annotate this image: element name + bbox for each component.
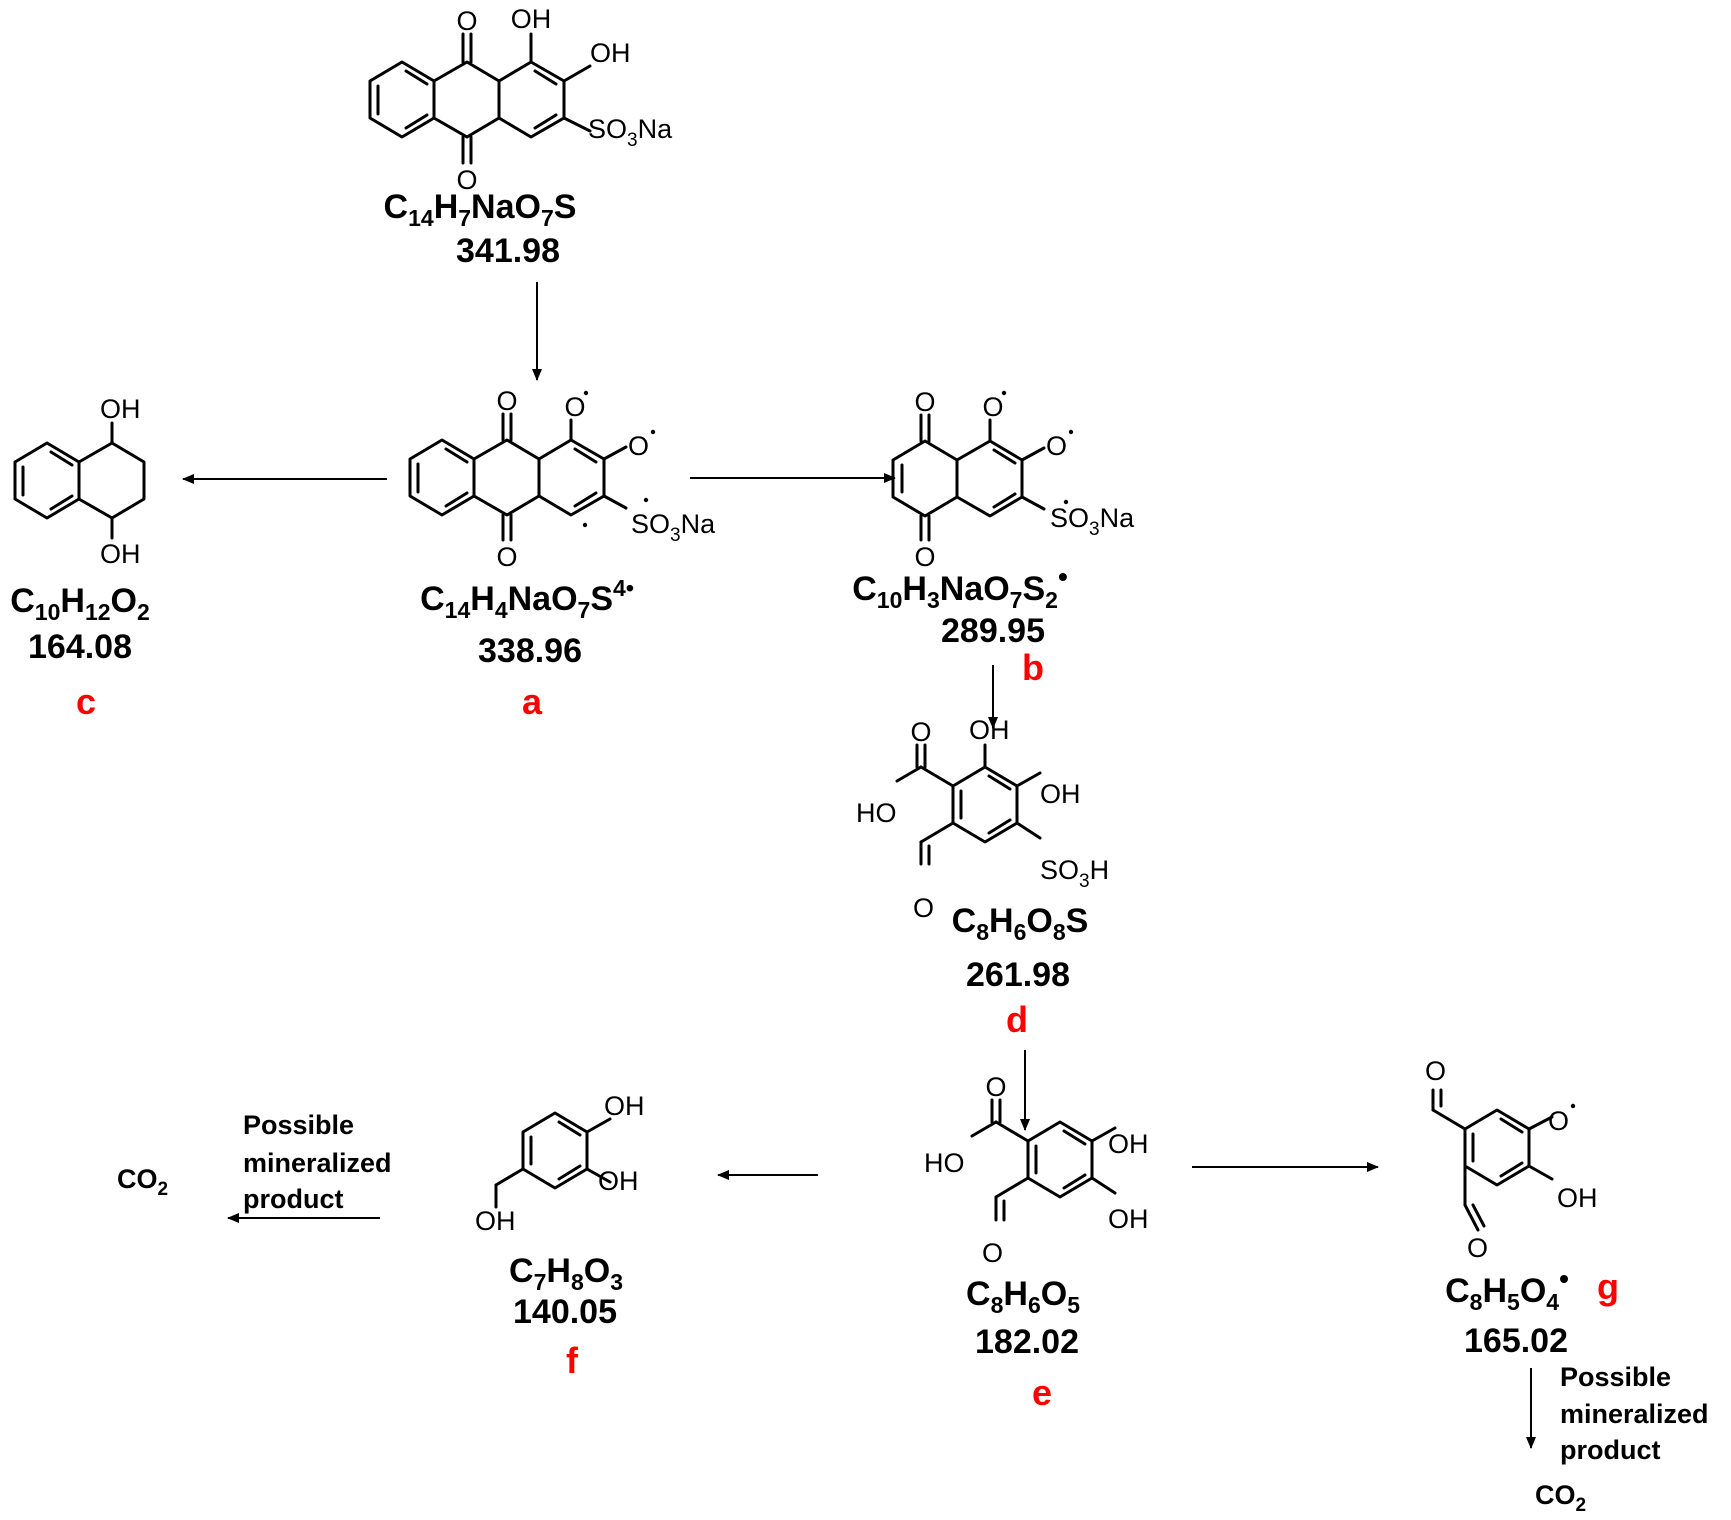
structure-g: O O OH O [1425, 1056, 1598, 1263]
mass-e: 182.02 [975, 1323, 1079, 1361]
atom-oh: OH [100, 394, 141, 424]
atom-o-radical: O [564, 392, 585, 422]
mass-c: 164.08 [28, 628, 132, 666]
co2-right: CO2 [1535, 1480, 1586, 1515]
structure-b: O O O O SO3Na [891, 387, 1135, 572]
parent-structure: O O OH OH SO3Na [368, 4, 673, 195]
label-b: b [1022, 647, 1044, 688]
structure-c: OH OH [13, 394, 146, 569]
note-mineralized-left: mineralized [243, 1148, 392, 1178]
atom-oh: OH [1108, 1204, 1149, 1234]
atom-o: O [1467, 1233, 1488, 1263]
label-a: a [522, 681, 543, 722]
atom-so3na: SO3Na [1050, 503, 1135, 540]
formula-a: C14H4NaO7S4• [420, 575, 634, 623]
note-possible-left: Possible [243, 1110, 354, 1140]
atom-o: O [496, 542, 517, 572]
formula-parent: C14H7NaO7S [384, 188, 577, 231]
atom-oh: OH [598, 1166, 639, 1196]
atom-ho: HO [856, 798, 897, 828]
atom-o: O [913, 893, 934, 923]
mass-b: 289.95 [941, 612, 1045, 650]
mass-d: 261.98 [966, 956, 1070, 994]
atom-oh: OH [1040, 779, 1081, 809]
atom-o: O [456, 165, 477, 195]
label-g: g [1597, 1266, 1619, 1307]
mass-g: 165.02 [1464, 1322, 1568, 1360]
atom-o-radical: O [628, 431, 649, 461]
formula-g: C8H5O4• [1445, 1263, 1569, 1315]
atom-oh: OH [604, 1091, 645, 1121]
note-product-right: product [1560, 1435, 1661, 1465]
atom-o-radical: O [1046, 431, 1067, 461]
atom-oh: OH [1108, 1129, 1149, 1159]
mass-a: 338.96 [478, 632, 582, 670]
atom-o: O [456, 6, 477, 36]
atom-oh: OH [969, 715, 1010, 745]
formula-c: C10H12O2 [10, 582, 150, 625]
atom-oh: OH [511, 4, 552, 34]
atom-o: O [496, 386, 517, 416]
note-mineralized-right: mineralized [1560, 1399, 1709, 1429]
formula-d: C8H6O8S [952, 902, 1089, 945]
atom-oh: OH [475, 1206, 516, 1236]
label-c: c [76, 681, 96, 722]
atom-oh: OH [590, 38, 631, 68]
mass-parent: 341.98 [456, 232, 560, 270]
atom-so3h: SO3H [1040, 855, 1109, 892]
atom-so3na: SO3Na [631, 509, 716, 546]
atom-o-radical: O [982, 392, 1003, 422]
atom-o: O [985, 1072, 1006, 1102]
atom-o: O [914, 542, 935, 572]
atom-ho: HO [924, 1148, 965, 1178]
formula-e: C8H6O5 [966, 1275, 1080, 1318]
note-product-left: product [243, 1184, 344, 1214]
structure-f: OH OH OH [475, 1091, 645, 1236]
atom-o: O [910, 717, 931, 747]
mass-f: 140.05 [513, 1293, 617, 1331]
label-d: d [1006, 999, 1028, 1040]
atom-o-radical: O [1548, 1106, 1569, 1136]
co2-left: CO2 [117, 1164, 168, 1200]
label-f: f [566, 1340, 579, 1381]
formula-f: C7H8O3 [509, 1252, 623, 1295]
note-possible-right: Possible [1560, 1362, 1671, 1392]
atom-o: O [982, 1238, 1003, 1268]
structure-d: O HO OH OH SO3H O [856, 715, 1109, 923]
atom-oh: OH [1557, 1183, 1598, 1213]
atom-o: O [1425, 1056, 1446, 1086]
structure-a: O O O O SO3Na [408, 386, 716, 572]
atom-oh: OH [100, 539, 141, 569]
atom-so3na: SO3Na [588, 114, 673, 151]
structure-e: O HO OH OH O [924, 1072, 1149, 1268]
label-e: e [1032, 1372, 1052, 1413]
formula-b: C10H3NaO7S2• [852, 561, 1068, 613]
atom-o: O [914, 387, 935, 417]
